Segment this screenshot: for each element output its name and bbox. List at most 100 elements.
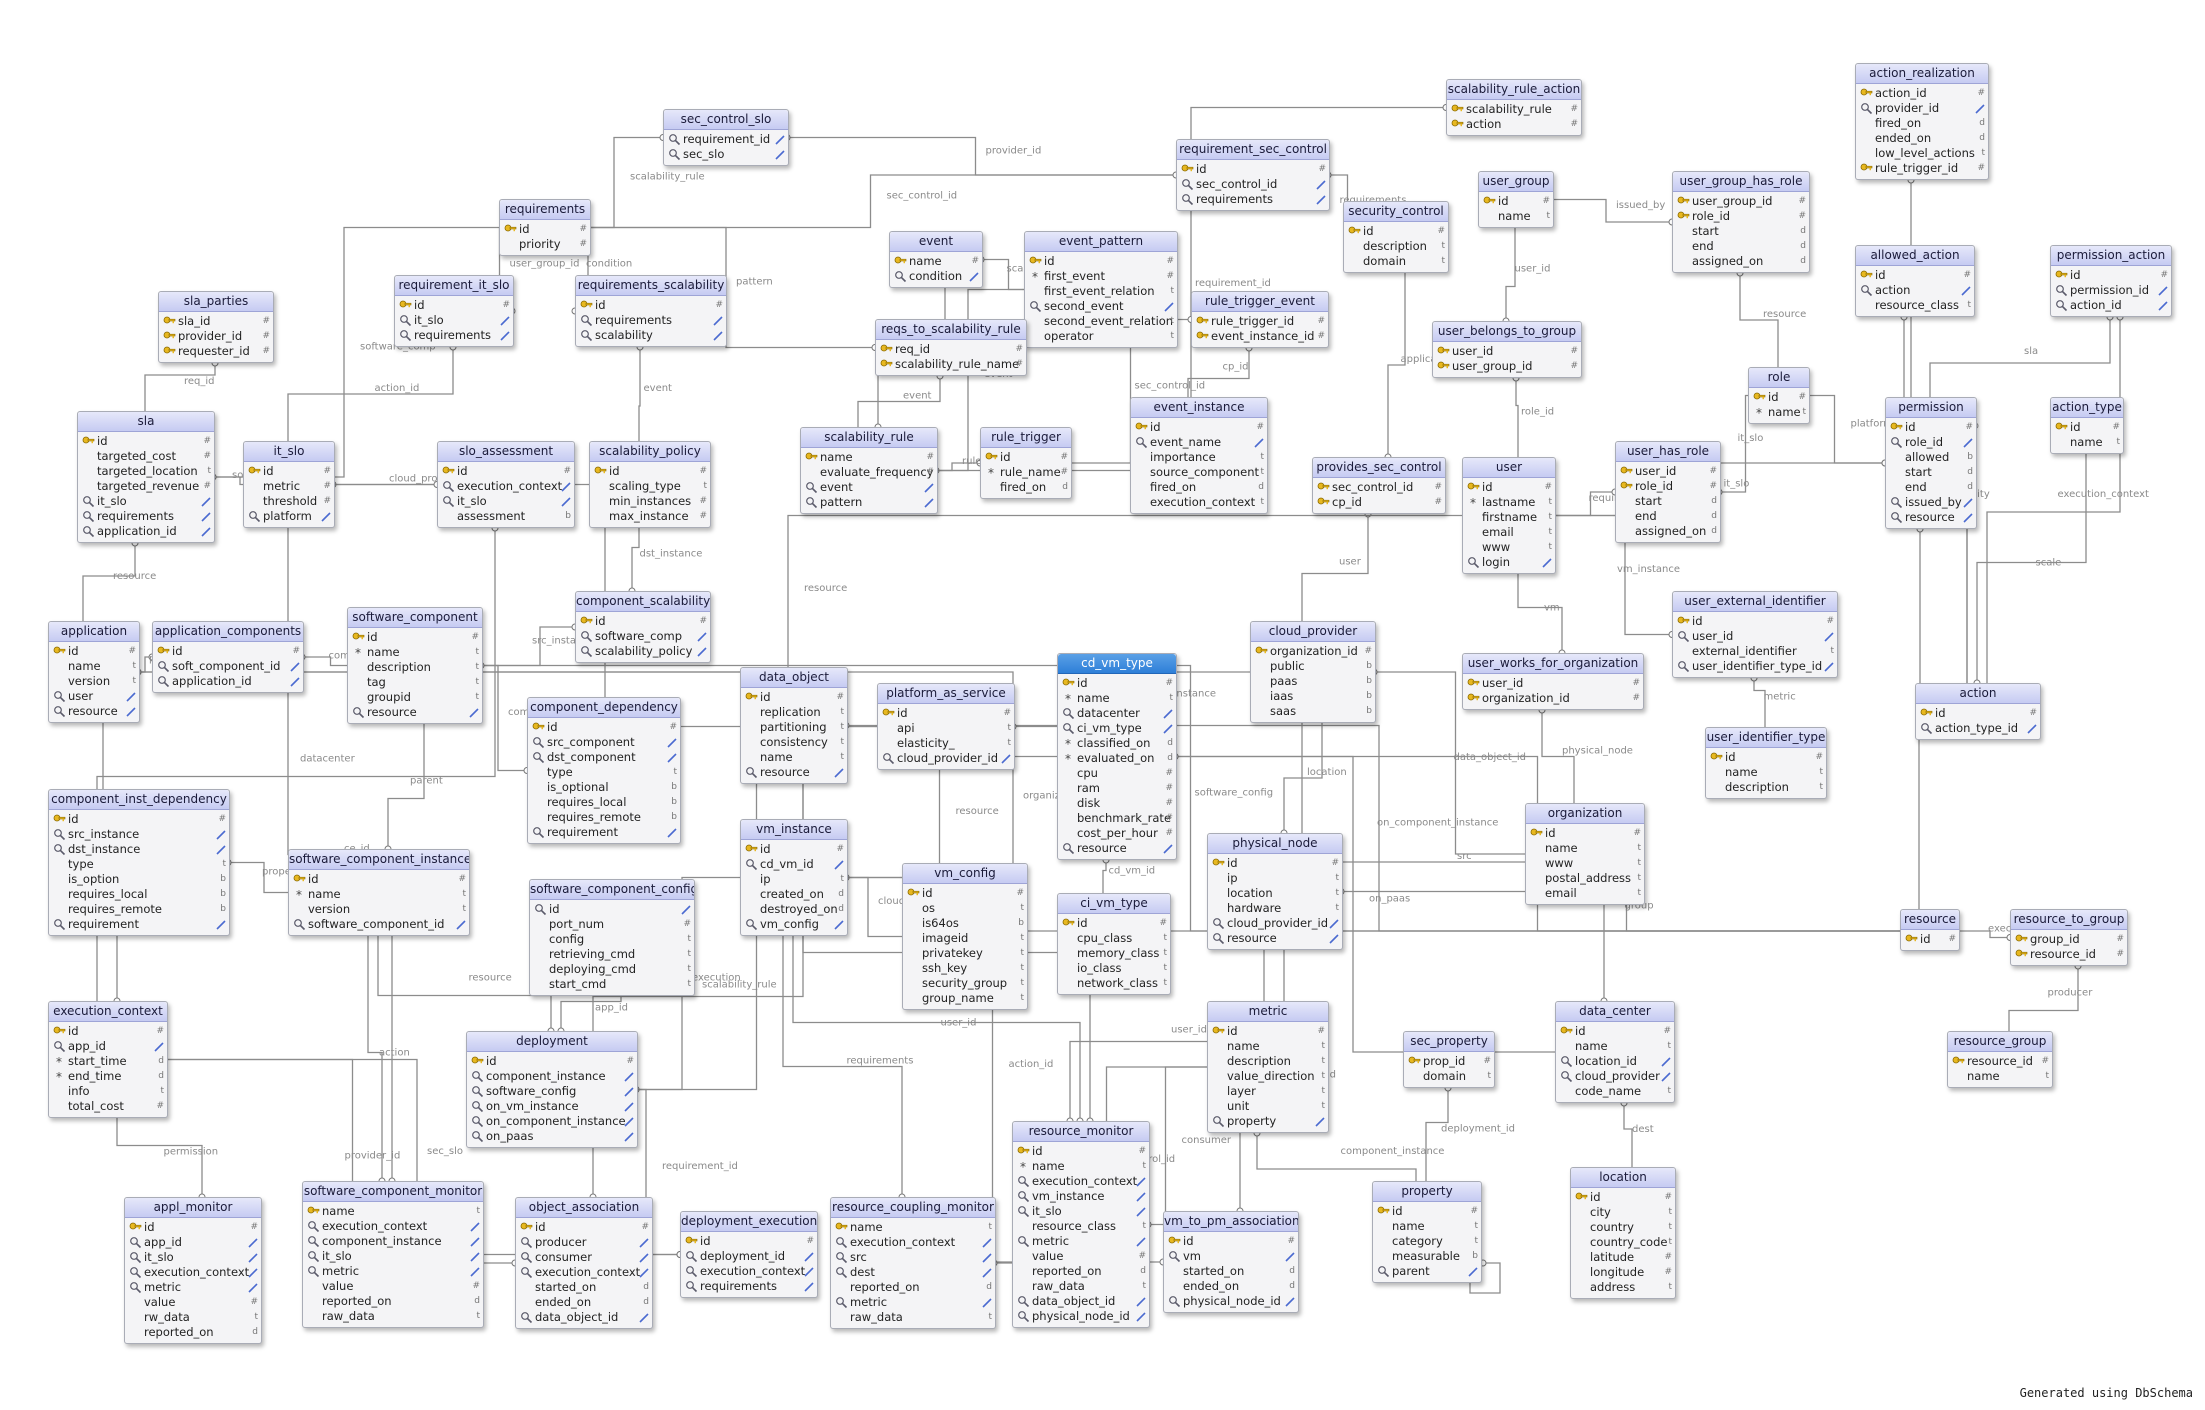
table-title[interactable]: rule_trigger [981, 428, 1071, 448]
column-row[interactable]: cost_per_hour# [1058, 826, 1176, 841]
table-title[interactable]: requirement_sec_control [1177, 140, 1329, 160]
column-row[interactable]: elasticity_t [878, 736, 1014, 751]
column-row[interactable]: dst_instance [49, 842, 229, 857]
table-title[interactable]: platform_as_service [878, 684, 1014, 704]
column-row[interactable]: latitude# [1571, 1250, 1675, 1265]
column-row[interactable]: scalability_policy [576, 644, 710, 659]
table-title[interactable]: action [1916, 684, 2040, 704]
column-row[interactable]: id# [1856, 268, 1974, 283]
column-row[interactable]: consumer [516, 1250, 652, 1265]
column-row[interactable]: cp_id# [1313, 495, 1445, 510]
table-title[interactable]: cd_vm_type [1058, 654, 1176, 674]
column-row[interactable]: on_component_instance [467, 1114, 637, 1129]
column-row[interactable]: id# [2051, 420, 2123, 435]
column-row[interactable]: vm_instance [1013, 1189, 1149, 1204]
column-row[interactable]: id# [125, 1220, 261, 1235]
table-title[interactable]: software_component_instance [289, 850, 469, 870]
column-row[interactable]: id# [1344, 224, 1448, 239]
column-row[interactable]: max_instance# [590, 509, 710, 524]
table-title[interactable]: object_association [516, 1198, 652, 1218]
table-title[interactable]: permission_action [2051, 246, 2171, 266]
column-row[interactable]: resource [348, 705, 482, 720]
column-row[interactable]: dest [831, 1265, 995, 1280]
column-row[interactable]: min_instances# [590, 494, 710, 509]
column-row[interactable]: id# [741, 842, 847, 857]
column-row[interactable]: provider_id [1856, 101, 1988, 116]
column-row[interactable]: execution_context [125, 1265, 261, 1280]
column-row[interactable]: permission_id [2051, 283, 2171, 298]
table-title[interactable]: rule_trigger_event [1192, 292, 1328, 312]
column-row[interactable]: execution_context [438, 479, 574, 494]
column-row[interactable]: rule_trigger_id# [1192, 314, 1328, 329]
table-title[interactable]: requirement_it_slo [395, 276, 513, 296]
column-row[interactable]: it_slo [125, 1250, 261, 1265]
column-row[interactable]: id# [1901, 932, 1959, 947]
column-row[interactable]: it_slo [395, 313, 513, 328]
table-title[interactable]: permission [1886, 398, 1976, 418]
column-row[interactable]: execution_context [516, 1265, 652, 1280]
column-row[interactable]: total_cost# [49, 1099, 167, 1114]
column-row[interactable]: cpu# [1058, 766, 1176, 781]
column-row[interactable]: pattern [801, 495, 937, 510]
column-row[interactable]: metric [303, 1264, 483, 1279]
table-title[interactable]: sla [78, 412, 214, 432]
table-title[interactable]: location [1571, 1168, 1675, 1188]
table-title[interactable]: deployment_execution [681, 1212, 817, 1232]
table-title[interactable]: action_realization [1856, 64, 1988, 84]
column-row[interactable]: organization_id# [1463, 691, 1643, 706]
column-row[interactable]: sec_control_id# [1313, 480, 1445, 495]
column-row[interactable]: sla_id# [159, 314, 273, 329]
column-row[interactable]: targeted_revenue# [78, 479, 214, 494]
table-title[interactable]: event [890, 232, 982, 252]
table-title[interactable]: resource_to_group [2011, 910, 2127, 930]
column-row[interactable]: parent [1373, 1264, 1481, 1279]
column-row[interactable]: producer [516, 1235, 652, 1250]
column-row[interactable]: cloud_provider_id [1208, 916, 1342, 931]
column-row[interactable]: property [1208, 1114, 1328, 1129]
table-title[interactable]: user_group [1479, 172, 1553, 192]
column-row[interactable]: role_id [1886, 435, 1976, 450]
